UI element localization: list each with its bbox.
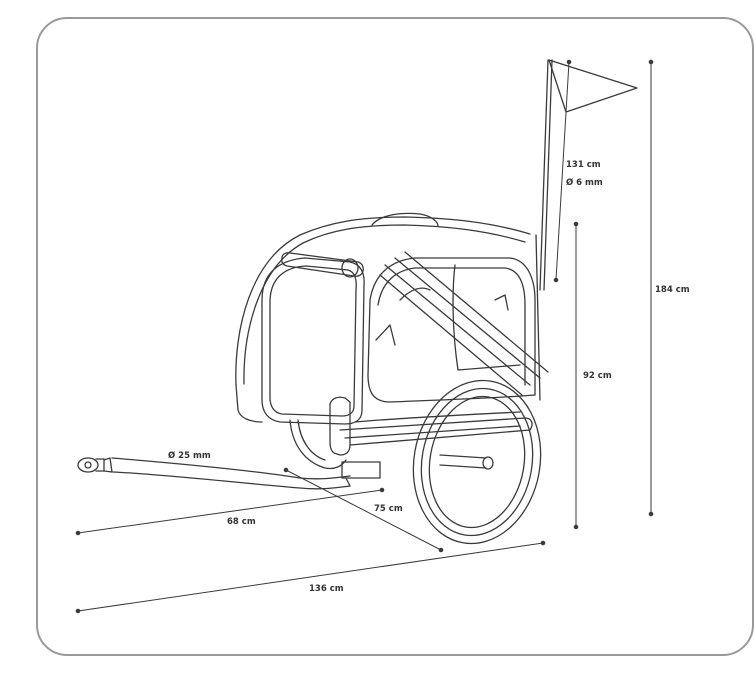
- trailer-body: [235, 212, 549, 456]
- tow-bar-diameter-label: Ø 25 mm: [168, 451, 211, 461]
- flag-height-label: 131 cm: [566, 160, 601, 170]
- total-length-line: [77, 542, 544, 612]
- total-height-label: 184 cm: [655, 285, 690, 295]
- trailer-width-line: [285, 469, 442, 551]
- diagram-frame: [36, 17, 754, 656]
- tow-bar-length-line: [77, 489, 383, 534]
- trailer-height-label: 92 cm: [583, 371, 612, 381]
- trailer-width-label: 75 cm: [374, 504, 403, 514]
- flag-height-line: [555, 61, 570, 281]
- tow-bar-length-label: 68 cm: [227, 517, 256, 527]
- left-wheel: [289, 419, 347, 470]
- flag-diameter-label: Ø 6 mm: [566, 178, 603, 188]
- safety-flag: [539, 59, 638, 291]
- tow-bar: [77, 457, 381, 490]
- dimension-lines: [75, 59, 654, 614]
- right-wheel: [412, 379, 542, 545]
- total-length-label: 136 cm: [309, 584, 344, 594]
